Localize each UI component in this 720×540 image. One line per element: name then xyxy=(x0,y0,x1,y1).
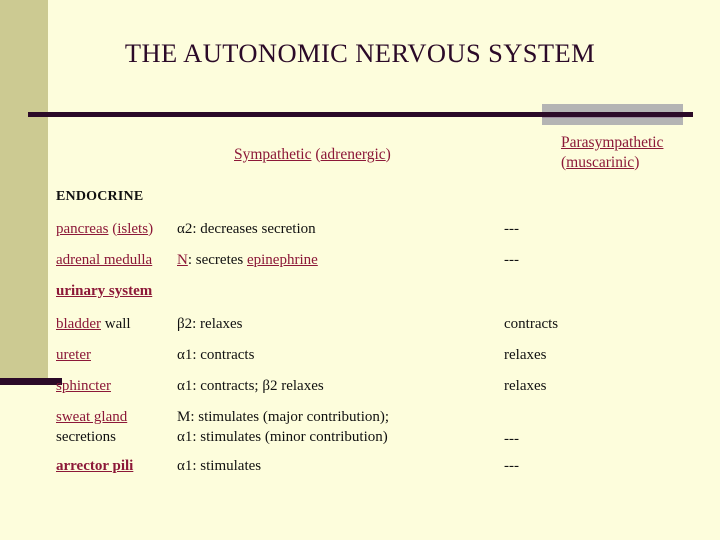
cell-parasympathetic: relaxes xyxy=(504,376,720,396)
parasympathetic-part-0: --- xyxy=(504,458,519,474)
parasympathetic-part-0: relaxes xyxy=(504,347,547,363)
parasympathetic-part-0: --- xyxy=(504,252,519,268)
organ-part-0: ureter xyxy=(56,347,91,363)
organ-part-0: bladder xyxy=(56,316,101,332)
cell-organ: ureter xyxy=(0,345,177,365)
cell-parasympathetic: --- xyxy=(504,407,720,449)
cell-organ: arrector pili xyxy=(0,456,177,476)
sympathetic-part-0: M: stimulates (major contribution); xyxy=(177,409,390,425)
table-row: ureter α1: contracts relaxes xyxy=(0,345,720,376)
sympathetic-part-0: α2: decreases secretion xyxy=(177,221,316,237)
sympathetic-part-0: β2: relaxes xyxy=(177,316,243,332)
parasympathetic-part-0: contracts xyxy=(504,316,559,332)
column-header-sympathetic-paren-close: ) xyxy=(385,146,391,163)
parasympathetic-part-0: --- xyxy=(504,431,519,447)
left-decorative-band xyxy=(0,0,48,382)
organ-part-1: ( xyxy=(108,221,118,237)
cell-parasympathetic: --- xyxy=(504,219,720,239)
cell-sympathetic: N: secretes epinephrine xyxy=(177,250,504,270)
sympathetic-part-1: : secretes xyxy=(187,252,247,268)
cell-sympathetic: β2: relaxes xyxy=(177,314,504,334)
cell-organ: pancreas (islets) xyxy=(0,219,177,239)
sympathetic-part-0: α1: stimulates xyxy=(177,458,262,474)
organ-part-2: secretions xyxy=(56,429,116,445)
column-header-parasympathetic-paren-open: ( xyxy=(561,154,567,171)
cell-organ: sweat gland secretions xyxy=(0,407,177,447)
sympathetic-part-2: α1: stimulates (minor contribution) xyxy=(177,429,388,445)
sympathetic-part-0: α1: contracts xyxy=(177,347,255,363)
organ-part-3: ) xyxy=(148,221,154,237)
organ-part-0: sphincter xyxy=(56,378,111,394)
column-header-parasympathetic: Parasympathetic (muscarinic) xyxy=(561,133,711,173)
column-header-parasympathetic-sub: muscarinic xyxy=(566,154,635,171)
section-title: urinary system xyxy=(56,283,153,299)
cell-sympathetic: α2: decreases secretion xyxy=(177,219,504,239)
column-header-sympathetic: Sympathetic (adrenergic) xyxy=(234,145,534,165)
organ-part-0: arrector pili xyxy=(56,458,134,474)
table-section-header: urinary system xyxy=(0,281,720,314)
table-section-header: ENDOCRINE xyxy=(0,186,720,219)
cell-parasympathetic: relaxes xyxy=(504,345,720,365)
column-header-parasympathetic-main: Parasympathetic xyxy=(561,134,664,151)
cell-parasympathetic: --- xyxy=(504,250,720,270)
cell-organ: adrenal medulla xyxy=(0,250,177,270)
table-row: arrector pili α1: stimulates --- xyxy=(0,456,720,487)
column-header-sympathetic-paren-open: ( xyxy=(311,146,321,163)
page-title: THE AUTONOMIC NERVOUS SYSTEM xyxy=(124,38,596,68)
sympathetic-part-0: α1: contracts; β2 relaxes xyxy=(177,378,324,394)
cell-sympathetic: α1: contracts xyxy=(177,345,504,365)
table-row: sweat gland secretions M: stimulates (majo… xyxy=(0,407,720,456)
cell-sympathetic: α1: stimulates xyxy=(177,456,504,476)
column-header-parasympathetic-paren-close: ) xyxy=(634,154,640,171)
cell-sympathetic: α1: contracts; β2 relaxes xyxy=(177,376,504,396)
table-row: sphincter α1: contracts; β2 relaxes relaxe… xyxy=(0,376,720,407)
column-header-sympathetic-main: Sympathetic xyxy=(234,146,312,163)
parasympathetic-part-0: relaxes xyxy=(504,378,547,394)
organ-part-0: adrenal medulla xyxy=(56,252,153,268)
organ-part-1: wall xyxy=(100,316,131,332)
organ-part-0: pancreas xyxy=(56,221,109,237)
sympathetic-part-0: N xyxy=(177,252,188,268)
organ-part-2: islets xyxy=(117,221,149,237)
cell-sympathetic: M: stimulates (major contribution); α1: s… xyxy=(177,407,504,447)
section-title: ENDOCRINE xyxy=(56,189,144,204)
table-row: pancreas (islets)α2: decreases secretion… xyxy=(0,219,720,250)
sympathetic-part-2: epinephrine xyxy=(246,252,318,268)
organ-part-0: sweat gland xyxy=(56,409,128,425)
cell-organ: bladder wall xyxy=(0,314,177,334)
column-header-sympathetic-sub: adrenergic xyxy=(320,146,386,163)
cell-parasympathetic: --- xyxy=(504,456,720,476)
left-band-end-bar xyxy=(0,378,62,385)
cell-parasympathetic: contracts xyxy=(504,314,720,334)
parasympathetic-part-0: --- xyxy=(504,221,519,237)
cell-organ: sphincter xyxy=(0,376,177,396)
header-horizontal-rule xyxy=(28,112,693,117)
